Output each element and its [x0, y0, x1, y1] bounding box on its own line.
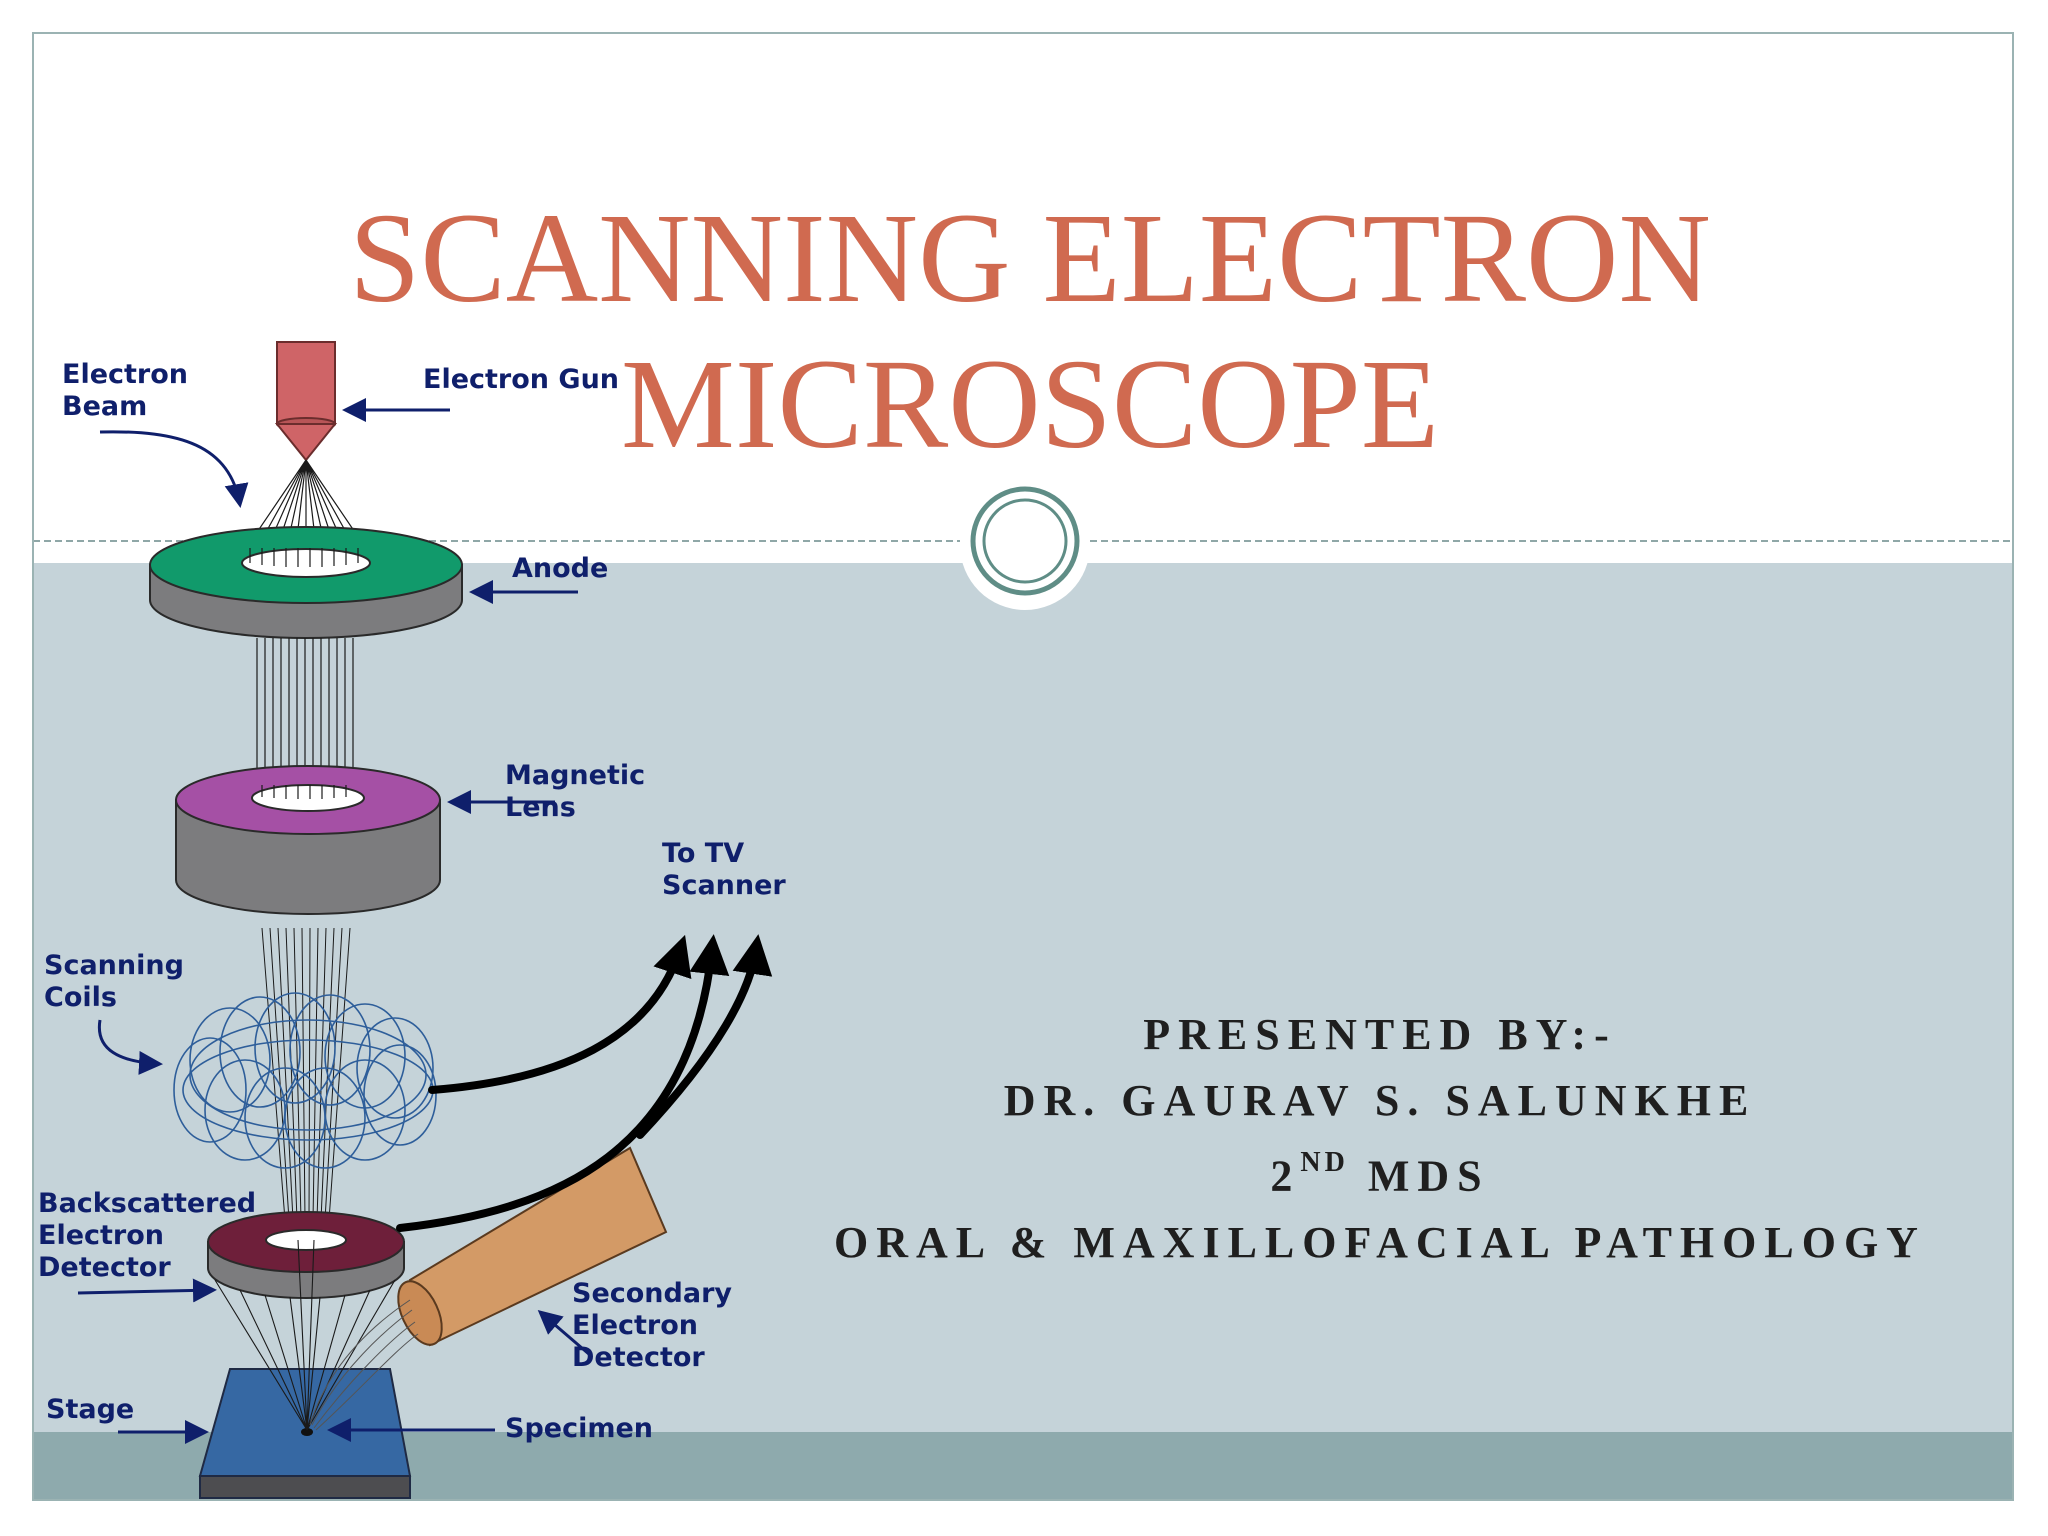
title-line-1: SCANNING ELECTRON	[349, 187, 1711, 329]
specimen	[301, 1428, 313, 1436]
label-secondary-detector: Secondary Electron Detector	[572, 1278, 732, 1373]
electron-gun-tip	[274, 423, 338, 462]
anode	[149, 526, 463, 639]
label-magnetic-lens: Magnetic Lens	[505, 760, 646, 823]
presenter-year-number: 2	[1270, 1151, 1301, 1201]
label-scanning-coils: Scanning Coils	[44, 950, 184, 1013]
anode-hole	[241, 548, 371, 578]
divider-ornament-outer-ring	[970, 486, 1080, 596]
electron-gun-body	[276, 341, 336, 425]
presenter-heading: PRESENTED BY:-	[1143, 1010, 1617, 1059]
label-stage: Stage	[46, 1394, 135, 1425]
content-band	[33, 563, 2013, 1500]
presenter-year-suffix: ND	[1300, 1147, 1349, 1178]
label-anode: Anode	[512, 553, 609, 584]
divider-ornament-inner-ring	[982, 498, 1068, 584]
presenter-year-course: MDS	[1348, 1151, 1490, 1201]
secondary-detector-opening	[397, 1280, 443, 1346]
electron-gun	[274, 341, 338, 462]
label-backscattered-detector: Backscattered Electron Detector	[38, 1188, 257, 1283]
backscattered-detector-hole	[265, 1229, 347, 1251]
magnetic-lens-hole	[251, 784, 365, 812]
slide-border	[32, 32, 2014, 1501]
presenter-info: PRESENTED BY:- DR. GAURAV S. SALUNKHE 2N…	[760, 1002, 2000, 1276]
presenter-name: DR. GAURAV S. SALUNKHE	[1003, 1076, 1757, 1125]
backscattered-detector	[207, 1211, 405, 1299]
label-electron-beam: Electron Beam	[62, 359, 189, 422]
title-line-2: MICROSCOPE	[621, 333, 1439, 475]
presenter-year: 2ND MDS	[760, 1134, 2000, 1210]
signal-arrow-backscattered	[396, 934, 730, 1232]
pointer-secondary	[537, 1310, 591, 1357]
signal-arrows	[396, 934, 773, 1232]
presenter-department: ORAL & MAXILLOFACIAL PATHOLOGY	[834, 1217, 1926, 1267]
pointer-electron-beam	[99, 430, 249, 508]
electron-beam-fan	[244, 459, 368, 556]
magnetic-lens	[175, 765, 441, 915]
label-specimen: Specimen	[505, 1413, 654, 1444]
anode-beam-segment	[249, 548, 359, 567]
pointer-backscattered	[77, 1278, 217, 1303]
stage-side	[199, 1475, 411, 1499]
electron-beam-column	[256, 638, 354, 790]
electron-beam-to-specimen	[214, 1239, 396, 1431]
label-electron-gun: Electron Gun	[423, 364, 620, 395]
lens-beam-segment	[261, 785, 347, 799]
label-to-tv-scanner: To TV Scanner	[662, 838, 786, 901]
slide-title: SCANNING ELECTRON MICROSCOPE	[300, 185, 1760, 477]
secondary-electron-paths	[309, 1299, 419, 1431]
scanning-coils	[173, 992, 437, 1169]
pointer-scanning-coils	[97, 1019, 163, 1075]
signal-arrow-coils	[428, 934, 692, 1094]
signal-arrow-secondary	[636, 934, 773, 1139]
label-pointer-arrows	[77, 398, 591, 1444]
